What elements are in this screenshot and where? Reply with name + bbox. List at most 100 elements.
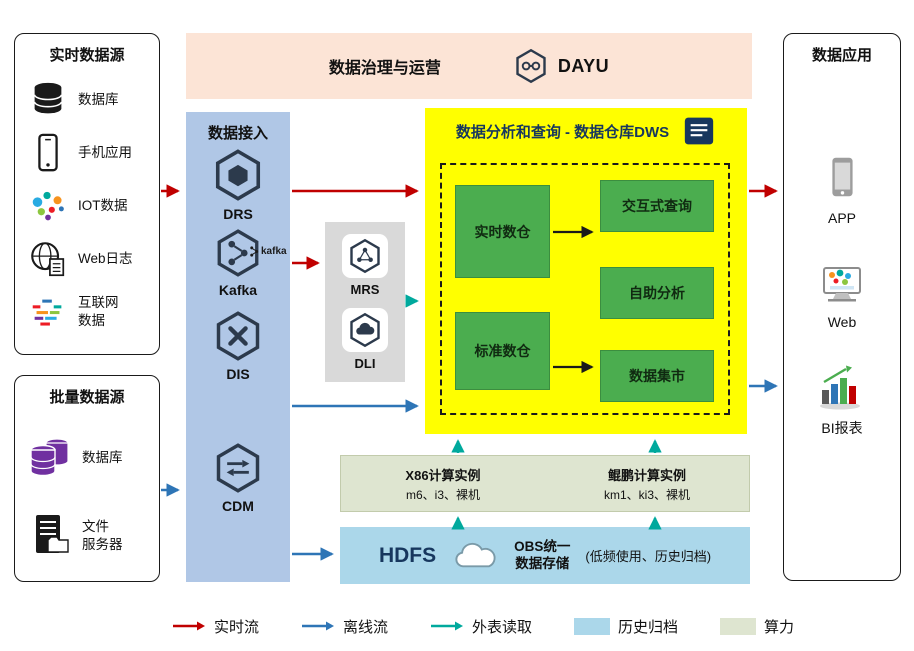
web-log-icon <box>31 241 65 276</box>
module-standard-warehouse: 标准数仓 <box>455 312 550 390</box>
iot-icon <box>32 191 64 220</box>
obs-note: (低频使用、历史归档) <box>585 549 712 564</box>
batch-sources-panel: 批量数据源 数据库 <box>14 375 160 582</box>
archive-swatch <box>573 617 610 635</box>
internet-data-icon <box>32 299 62 326</box>
kunpeng-compute-instance: 鲲鹏计算实例 km1、ki3、裸机 <box>545 456 749 511</box>
service-kafka: Kafka <box>186 228 290 298</box>
external-read-arrow-icon <box>430 621 463 631</box>
report-icon <box>684 117 714 145</box>
obs-label: OBS统一 数据存储 <box>514 539 570 573</box>
panel-title: 数据接入 <box>207 125 268 142</box>
dws-panel: 数据分析和查询 - 数据仓库DWS 实时数仓 标准数仓 交互式查询 自助分析 数… <box>425 108 747 434</box>
module-data-mart: 数据集市 <box>600 350 714 402</box>
kafka-icon <box>213 228 263 278</box>
compute-title: 鲲鹏计算实例 <box>607 467 686 483</box>
realtime-arrow-icon <box>173 621 205 631</box>
panel-title: 数据应用 <box>811 47 872 64</box>
legend-item-offline: 离线流 <box>301 616 388 637</box>
source-label: 手机应用 <box>78 144 132 160</box>
service-mrs: MRS <box>325 234 405 297</box>
app-label: BI报表 <box>821 420 863 436</box>
service-cdm: CDM <box>186 442 290 514</box>
data-ingestion-panel: 数据接入 DRS Kafka kafka <box>186 112 290 582</box>
service-label: DIS <box>226 366 250 382</box>
list-item: APP <box>784 152 900 226</box>
compute-title: X86计算实例 <box>405 467 481 483</box>
mrs-icon <box>347 238 383 274</box>
offline-arrow-icon <box>301 621 334 631</box>
list-item: IOT数据 <box>15 179 159 232</box>
kafka-wordmark: kafka <box>249 245 287 258</box>
module-realtime-warehouse: 实时数仓 <box>455 185 550 278</box>
obs-line1: OBS统一 <box>514 538 571 554</box>
list-item: 文件 服务器 <box>15 497 159 575</box>
dis-icon <box>212 310 264 362</box>
database-icon <box>33 82 63 113</box>
dws-inner-group <box>440 163 730 415</box>
dayu-label: DAYU <box>557 55 610 76</box>
storage-bar: HDFS OBS统一 数据存储 (低频使用、历史归档) <box>340 527 750 584</box>
icon-tile <box>342 308 388 352</box>
source-list: 数据库 手机应用 IOT数据 <box>15 73 159 338</box>
kafka-wordmark-text: kafka <box>261 246 287 257</box>
kafka-logo-icon <box>250 246 259 257</box>
compute-spec: m6、i3、裸机 <box>405 487 480 502</box>
compute-swatch <box>719 617 756 635</box>
governance-title: 数据治理与运营 <box>328 60 441 77</box>
service-dli: DLI <box>325 308 405 371</box>
service-label: MRS <box>350 282 380 297</box>
source-label: IOT数据 <box>78 197 128 213</box>
cdm-icon <box>212 442 264 494</box>
list-item: BI报表 <box>784 364 900 438</box>
list-item: Web日志 <box>15 232 159 285</box>
source-label: 数据库 <box>82 450 123 466</box>
list-item: 互联网 数据 <box>15 285 159 338</box>
legend-item-realtime: 实时流 <box>172 616 259 637</box>
obs-cloud-icon <box>455 542 496 567</box>
compute-instances-bar: X86计算实例 m6、i3、裸机 鲲鹏计算实例 km1、ki3、裸机 <box>340 455 750 512</box>
source-label: 文件 服务器 <box>82 519 123 552</box>
database-purple-icon <box>30 438 69 477</box>
obs-line2: 数据存储 <box>515 555 570 571</box>
module-interactive-query: 交互式查询 <box>600 180 714 232</box>
app-label: APP <box>827 210 856 226</box>
legend: 实时流 离线流 外表读取 历史归档 算力 <box>172 610 794 642</box>
realtime-sources-panel: 实时数据源 数据库 手机应用 <box>14 33 160 355</box>
bi-report-icon <box>820 365 860 410</box>
compute-spec: km1、ki3、裸机 <box>603 487 690 502</box>
source-label: Web日志 <box>78 250 133 266</box>
service-label: CDM <box>222 498 254 514</box>
file-server-icon <box>36 515 69 553</box>
dws-header: 数据分析和查询 - 数据仓库DWS <box>425 108 747 146</box>
dayu-icon <box>513 48 549 84</box>
service-label: DRS <box>223 206 253 222</box>
legend-item-compute: 算力 <box>719 616 794 637</box>
service-label: Kafka <box>218 282 258 298</box>
legend-label: 外表读取 <box>471 618 532 636</box>
panel-title: 实时数据源 <box>49 47 125 64</box>
service-dis: DIS <box>186 310 290 382</box>
drs-icon <box>211 148 265 202</box>
legend-label: 实时流 <box>214 618 260 636</box>
legend-item-archive: 历史归档 <box>573 616 678 637</box>
x86-compute-instance: X86计算实例 m6、i3、裸机 <box>341 456 545 511</box>
legend-label: 历史归档 <box>617 618 678 636</box>
app-label: Web <box>827 314 857 330</box>
dli-icon <box>347 312 383 348</box>
list-item: 手机应用 <box>15 126 159 179</box>
list-item: 数据库 <box>15 419 159 497</box>
panel-title: 批量数据源 <box>49 389 125 406</box>
list-item: Web <box>784 262 900 330</box>
processing-panel: MRS DLI <box>325 222 405 382</box>
hdfs-label: HDFS <box>378 543 437 567</box>
app-icon <box>832 157 853 197</box>
legend-label: 算力 <box>763 618 794 636</box>
web-icon <box>823 267 861 302</box>
legend-label: 离线流 <box>342 618 388 636</box>
dayu-brand: DAYU <box>513 48 609 84</box>
source-list: 数据库 文件 服务器 <box>15 419 159 575</box>
legend-item-external-read: 外表读取 <box>430 616 532 637</box>
icon-tile <box>342 234 388 278</box>
